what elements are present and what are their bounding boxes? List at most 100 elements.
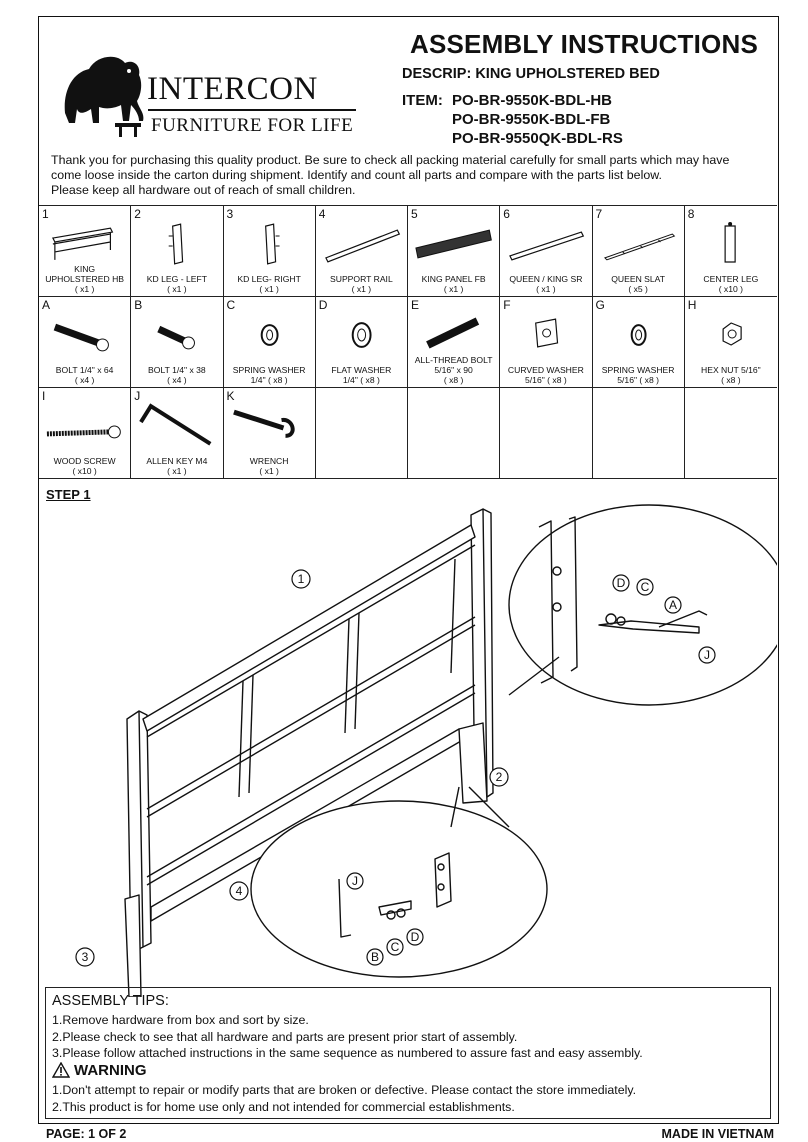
part-label-line: WRENCH (249, 456, 289, 466)
item-code: PO-BR-9550QK-BDL-RS (452, 130, 623, 147)
part-label: KING PANEL FB( x1 ) (408, 274, 499, 294)
part-label: WRENCH( x1 ) (224, 456, 315, 476)
part-id: 5 (411, 207, 418, 221)
tip-item: 2.Please check to see that all hardware … (52, 1030, 518, 1044)
warning-item: 2.This product is for home use only and … (52, 1100, 515, 1114)
part-label-line: SPRING WASHER (601, 365, 675, 375)
part-label: ALLEN KEY M4( x1 ) (131, 456, 222, 476)
part-label-line: UPHOLSTERED HB (45, 274, 125, 284)
tips-title: ASSEMBLY TIPS: (52, 993, 169, 1009)
tip-item: 3.Please follow attached instructions in… (52, 1046, 643, 1060)
part-id: A (42, 298, 51, 312)
part-id: H (687, 298, 697, 312)
flat-washer-icon (351, 322, 372, 348)
part-id: 6 (503, 207, 510, 221)
part-label-line: CURVED WASHER (507, 365, 584, 375)
part-id: K (226, 389, 235, 403)
slat-icon (603, 233, 675, 261)
part-id: B (134, 298, 143, 312)
part-label: HEX NUT 5/16"( x8 ) (685, 365, 777, 385)
headboard-icon (51, 227, 114, 260)
intro-text: Thank you for purchasing this quality pr… (51, 153, 771, 198)
part-cell: K WRENCH( x1 ) (224, 388, 316, 478)
brand-tagline: FURNITURE FOR LIFE (151, 115, 354, 136)
callout-2: 2 (496, 770, 503, 784)
part-label-line: BOLT 1/4" x 64 (55, 365, 114, 375)
brand-logo: INTERCON FURNITURE FOR LIFE (59, 43, 359, 143)
step-title: STEP 1 (46, 487, 91, 502)
part-label-line: SUPPORT RAIL (330, 274, 393, 284)
part-id: E (411, 298, 420, 312)
part-id: F (503, 298, 511, 312)
wood-screw-icon (46, 425, 121, 439)
part-label-line: ( x1 ) (259, 284, 279, 294)
part-label-line: ( x1 ) (167, 284, 187, 294)
callout-j: J (352, 874, 358, 888)
part-label: BOLT 1/4" x 38( x4 ) (131, 365, 222, 385)
intro-line: Thank you for purchasing this quality pr… (51, 153, 730, 167)
item-label: ITEM: (402, 92, 443, 109)
part-label-line: WOOD SCREW (53, 456, 116, 466)
part-label-line: HEX NUT 5/16" (701, 365, 761, 375)
assembly-tips-box: ASSEMBLY TIPS: 1.Remove hardware from bo… (45, 987, 771, 1119)
part-label-line: ( x4 ) (74, 375, 95, 385)
part-label-line: ( x10 ) (718, 284, 744, 294)
part-label-line: ALL-THREAD BOLT (414, 355, 493, 365)
part-label-line: 1/4" ( x8 ) (342, 375, 380, 385)
part-label: BOLT 1/4" x 64( x4 ) (39, 365, 130, 385)
part-label-line: ( x5 ) (628, 284, 648, 294)
curved-washer-icon (535, 318, 559, 348)
part-label: SUPPORT RAIL( x1 ) (316, 274, 407, 294)
part-id: 8 (687, 207, 695, 221)
allen-key-icon (139, 403, 212, 446)
part-label: QUEEN / KING SR( x1 ) (500, 274, 591, 294)
part-id: 3 (226, 207, 234, 221)
intro-line: Please keep all hardware out of reach of… (51, 183, 356, 197)
made-in-label: MADE IN VIETNAM (661, 1127, 775, 1141)
elephant-logo-icon (64, 56, 144, 137)
callout-4: 4 (236, 884, 243, 898)
center-leg-icon (724, 222, 736, 263)
part-label-line: SPRING WASHER (232, 365, 306, 375)
part-id: 1 (42, 207, 49, 221)
part-label-line: ( x8 ) (443, 375, 464, 385)
part-id: D (318, 298, 328, 312)
part-id: 4 (318, 207, 326, 221)
parts-row: A BOLT 1/4" x 64( x4 ) B BOLT 1/4" x 38( x4… (39, 297, 777, 388)
wrench-icon (232, 409, 295, 438)
part-label-line: CENTER LEG (703, 274, 759, 284)
panel-footboard-icon (415, 229, 492, 259)
part-label-line: ALLEN KEY M4 (146, 456, 208, 466)
part-label-line: ( x1 ) (74, 284, 95, 294)
tip-item: 1.Remove hardware from box and sort by s… (52, 1013, 309, 1027)
brand-name: INTERCON (147, 71, 318, 107)
callout-a: A (669, 598, 677, 612)
part-cell (593, 388, 685, 478)
part-cell (500, 388, 593, 478)
part-label-line: KD LEG- RIGHT (237, 274, 301, 284)
part-label-line: ( x10 ) (72, 466, 97, 476)
part-label-line: 5/16" ( x8 ) (525, 375, 567, 385)
part-label-line: ( x1 ) (259, 466, 279, 476)
document-title: ASSEMBLY INSTRUCTIONS (409, 29, 758, 59)
part-label: QUEEN SLAT( x5 ) (593, 274, 684, 294)
callout-d: D (617, 576, 626, 590)
warning-icon (52, 1062, 70, 1078)
part-id: G (595, 298, 605, 312)
callout-b: B (371, 950, 379, 964)
part-cell (316, 388, 408, 478)
bolt-short-icon (157, 325, 196, 350)
part-label-line: ( x1 ) (443, 284, 464, 294)
callout-3: 3 (82, 950, 89, 964)
